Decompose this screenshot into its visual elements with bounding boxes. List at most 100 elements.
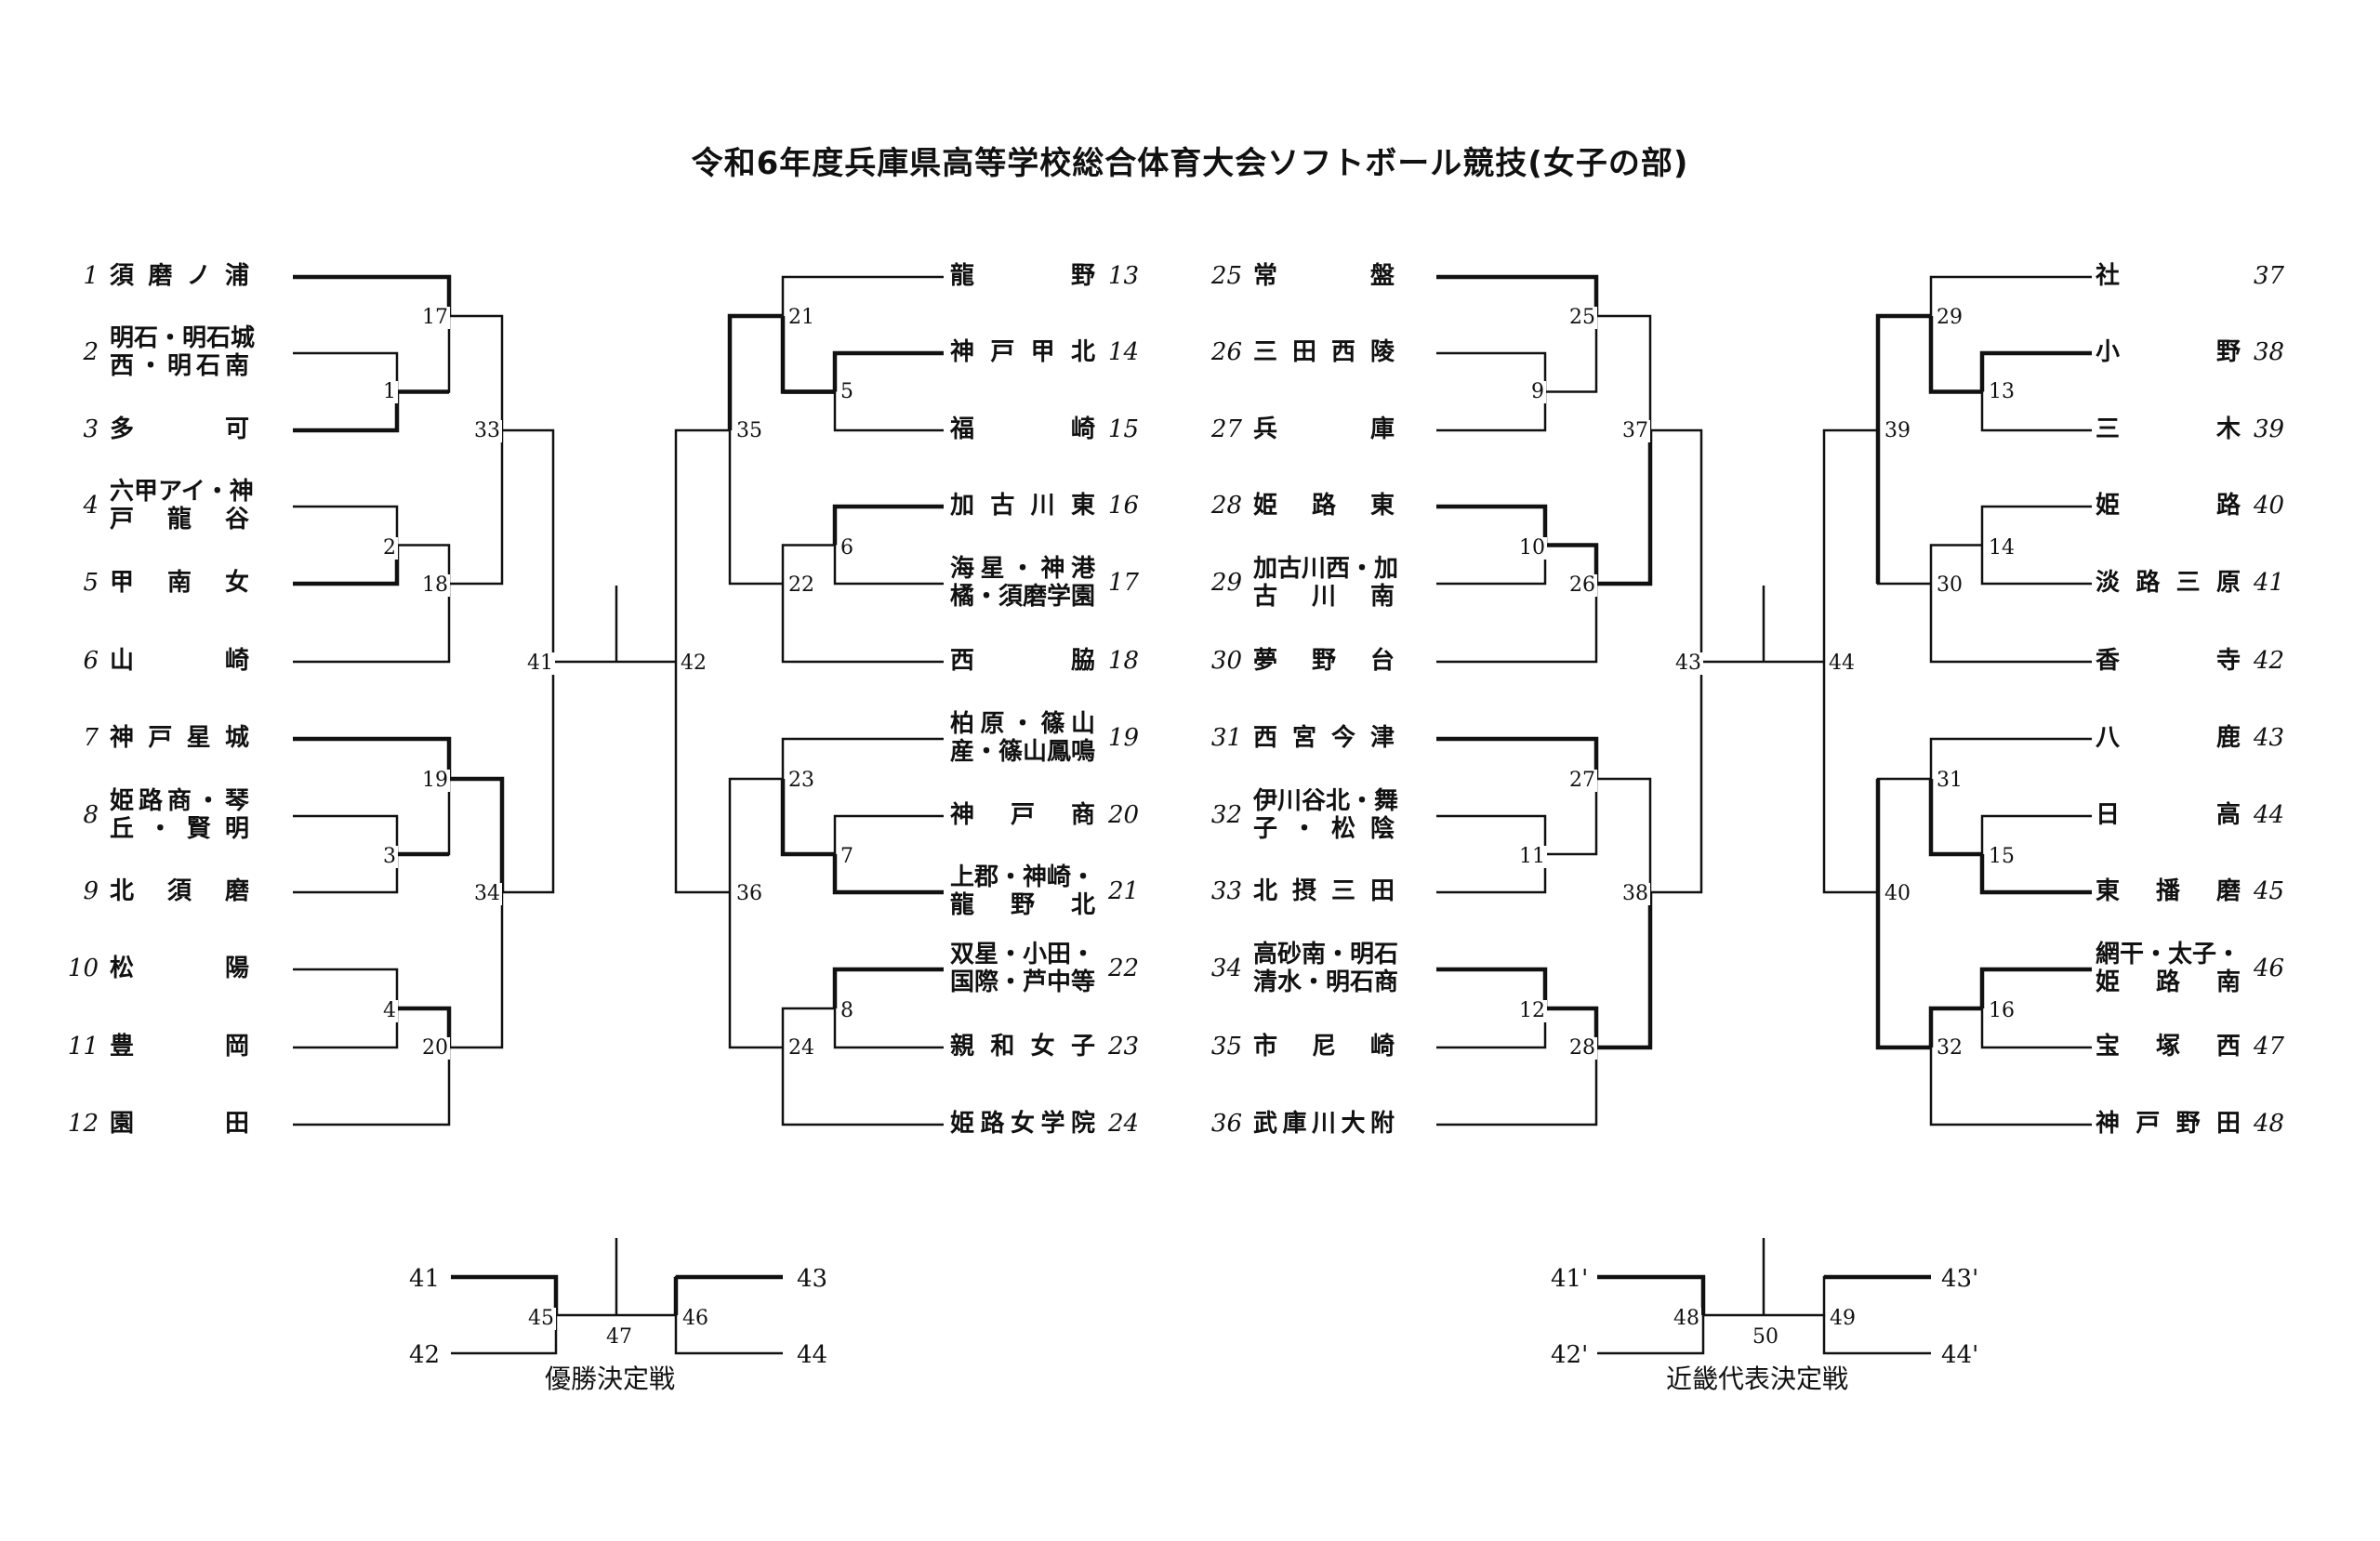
team-name: 西宮今津 bbox=[1253, 724, 1395, 753]
team-number: 16 bbox=[1108, 492, 1140, 520]
team-name-line: 国際・芦中等 bbox=[950, 968, 1096, 996]
team-name-line: 小野 bbox=[2096, 338, 2241, 367]
team-number: 31 bbox=[1210, 724, 1242, 753]
team-name: 八鹿 bbox=[2096, 724, 2241, 753]
team-name-line: 三田西陵 bbox=[1253, 338, 1395, 367]
team-name-line: 福崎 bbox=[950, 415, 1095, 444]
team-name: 六甲アイ・神戸龍谷 bbox=[110, 478, 254, 534]
team-name: 明石・明石城西・明石南 bbox=[110, 324, 255, 381]
team-number: 27 bbox=[1210, 415, 1242, 444]
bracket-line bbox=[1979, 854, 2092, 895]
bracket-line bbox=[1875, 313, 1931, 584]
team-number: 11 bbox=[67, 1033, 99, 1061]
team-name-line: 夢野台 bbox=[1253, 647, 1395, 676]
team-name-line: 伊川谷北・舞 bbox=[1253, 787, 1399, 816]
team-name-line: 香寺 bbox=[2096, 647, 2241, 676]
team-name: 須磨ノ浦 bbox=[110, 262, 249, 291]
team-name: 親和女子 bbox=[950, 1033, 1095, 1061]
team-name: 西脇 bbox=[950, 647, 1095, 676]
team-name: 海星・神港橘・須磨学園 bbox=[950, 555, 1095, 612]
team-name-line: 姫路南 bbox=[2096, 968, 2241, 996]
team-number: 21 bbox=[1108, 877, 1140, 906]
bracket-line bbox=[832, 350, 944, 392]
bracket-line bbox=[293, 736, 452, 779]
team-name: 加古川西・加古川南 bbox=[1253, 555, 1398, 612]
bracket-line bbox=[728, 314, 783, 586]
final-slot-41: 41 bbox=[409, 1265, 441, 1293]
team-name: 園田 bbox=[110, 1110, 249, 1139]
bracket-line bbox=[1928, 316, 1982, 394]
bracket-line bbox=[1436, 275, 1598, 393]
team-name: 市尼崎 bbox=[1253, 1033, 1395, 1061]
match-number-6: 6 bbox=[839, 536, 855, 560]
team-name: 北摂三田 bbox=[1253, 877, 1395, 906]
team-number: 43 bbox=[2254, 724, 2285, 753]
match-number-41: 41 bbox=[525, 652, 555, 675]
team-43: 八鹿 43 bbox=[2096, 711, 2302, 767]
team-name: 小野 bbox=[2096, 338, 2241, 367]
team-name: 香寺 bbox=[2096, 647, 2241, 676]
team-name-line: 上郡・神崎・ bbox=[950, 863, 1096, 892]
team-number: 41 bbox=[2254, 569, 2285, 598]
team-number: 10 bbox=[67, 955, 99, 983]
bracket-line bbox=[449, 776, 505, 892]
match-number-44: 44 bbox=[1827, 652, 1857, 675]
team-name: 三田西陵 bbox=[1253, 338, 1395, 367]
bracket-line bbox=[1929, 544, 2092, 664]
team-number: 14 bbox=[1108, 338, 1140, 367]
team-name: 豊岡 bbox=[110, 1033, 249, 1061]
team-name: 松陽 bbox=[110, 955, 249, 983]
match-number-12: 12 bbox=[1517, 999, 1547, 1022]
team-name: 甲南女 bbox=[110, 569, 249, 598]
match-number-40: 40 bbox=[1883, 882, 1912, 905]
team-10: 10 松陽 bbox=[56, 942, 249, 997]
bracket-line bbox=[293, 1007, 451, 1126]
team-name: 多可 bbox=[110, 415, 249, 444]
match-number-11: 11 bbox=[1517, 845, 1547, 868]
bracket-line bbox=[1875, 779, 1931, 1050]
team-name-line: 武庫川大附 bbox=[1253, 1110, 1395, 1139]
team-name: 山崎 bbox=[110, 647, 249, 676]
team-number: 9 bbox=[83, 877, 99, 906]
team-name: 龍野 bbox=[950, 262, 1095, 291]
match-number-32: 32 bbox=[1935, 1036, 1964, 1060]
bracket-line bbox=[1876, 314, 1931, 586]
match-number-45: 45 bbox=[526, 1307, 556, 1330]
team-name: 日高 bbox=[2096, 801, 2241, 830]
bracket-line bbox=[1979, 350, 2092, 392]
team-name: 神戸星城 bbox=[110, 724, 249, 753]
team-name-line: 松陽 bbox=[110, 955, 249, 983]
team-name: 姫路商・琴丘・賢明 bbox=[110, 787, 249, 844]
team-name-line: 海星・神港 bbox=[950, 555, 1095, 584]
bracket-line bbox=[674, 428, 730, 894]
match-number-28: 28 bbox=[1567, 1036, 1597, 1060]
team-name: 柏原・篠山産・篠山鳳鳴 bbox=[950, 710, 1095, 767]
team-number: 37 bbox=[2254, 262, 2285, 291]
team-number: 4 bbox=[83, 492, 99, 520]
bracket-line bbox=[780, 779, 835, 857]
match-number-24: 24 bbox=[787, 1036, 816, 1060]
bracket-line bbox=[1436, 967, 1548, 1008]
bracket-line bbox=[293, 275, 451, 393]
team-name: 淡路三原 bbox=[2096, 569, 2241, 598]
team-number: 36 bbox=[1210, 1110, 1242, 1139]
match-number-37: 37 bbox=[1620, 419, 1650, 442]
bracket-line bbox=[293, 544, 451, 664]
match-number-13: 13 bbox=[1987, 380, 2016, 403]
team-number: 35 bbox=[1210, 1033, 1242, 1061]
